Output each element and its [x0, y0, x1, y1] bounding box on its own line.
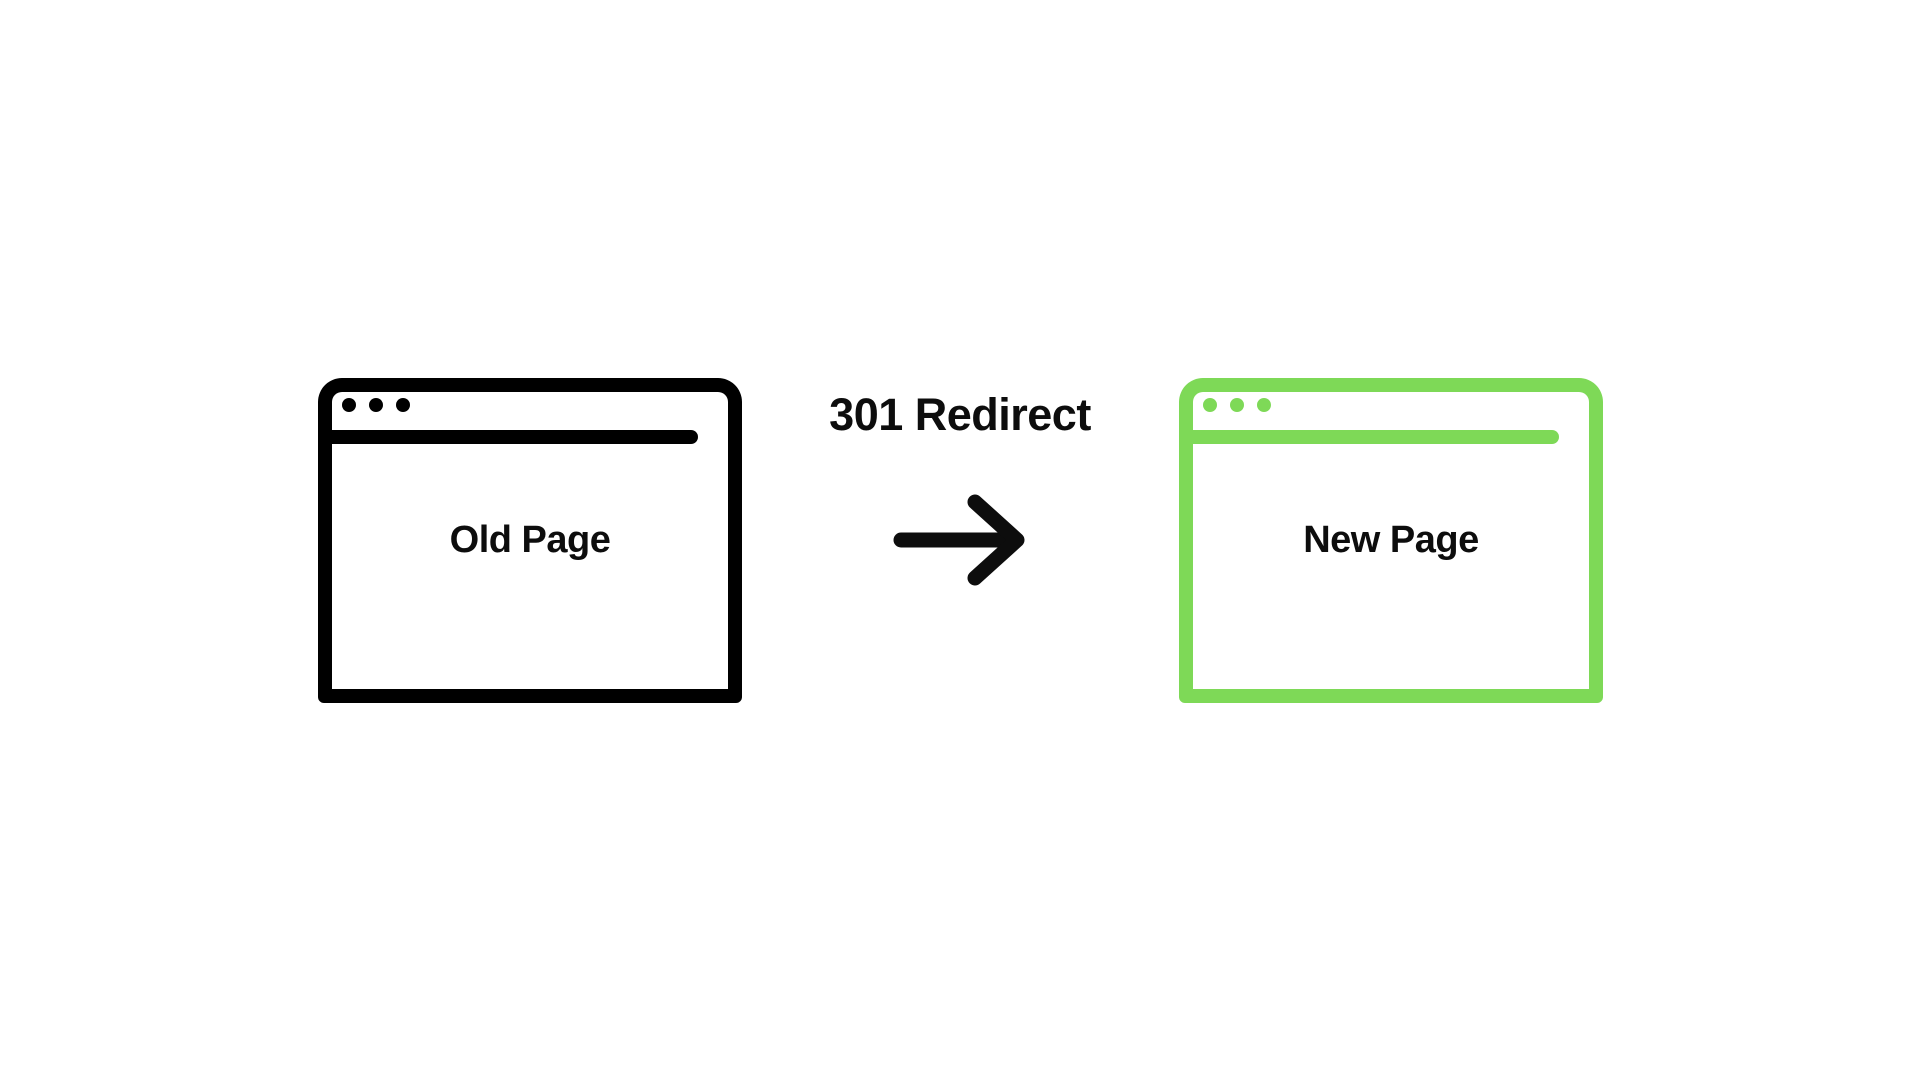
new-page-window: New Page [1179, 378, 1603, 703]
redirect-label: 301 Redirect [829, 389, 1091, 440]
old-page-window: Old Page [318, 378, 742, 703]
window-dot-icon [396, 398, 410, 412]
window-dot-icon [342, 398, 356, 412]
window-dot-icon [369, 398, 383, 412]
old-page-label: Old Page [449, 519, 611, 561]
address-bar [1193, 430, 1559, 444]
window-dots-icon [1193, 392, 1589, 412]
window-dot-icon [1203, 398, 1217, 412]
window-dots-icon [332, 392, 728, 412]
window-dot-icon [1257, 398, 1271, 412]
window-dot-icon [1230, 398, 1244, 412]
new-window-header [1193, 392, 1589, 444]
address-bar [332, 430, 698, 444]
new-page-label: New Page [1303, 519, 1479, 561]
right-arrow-icon [893, 494, 1025, 586]
old-window-header [332, 392, 728, 444]
